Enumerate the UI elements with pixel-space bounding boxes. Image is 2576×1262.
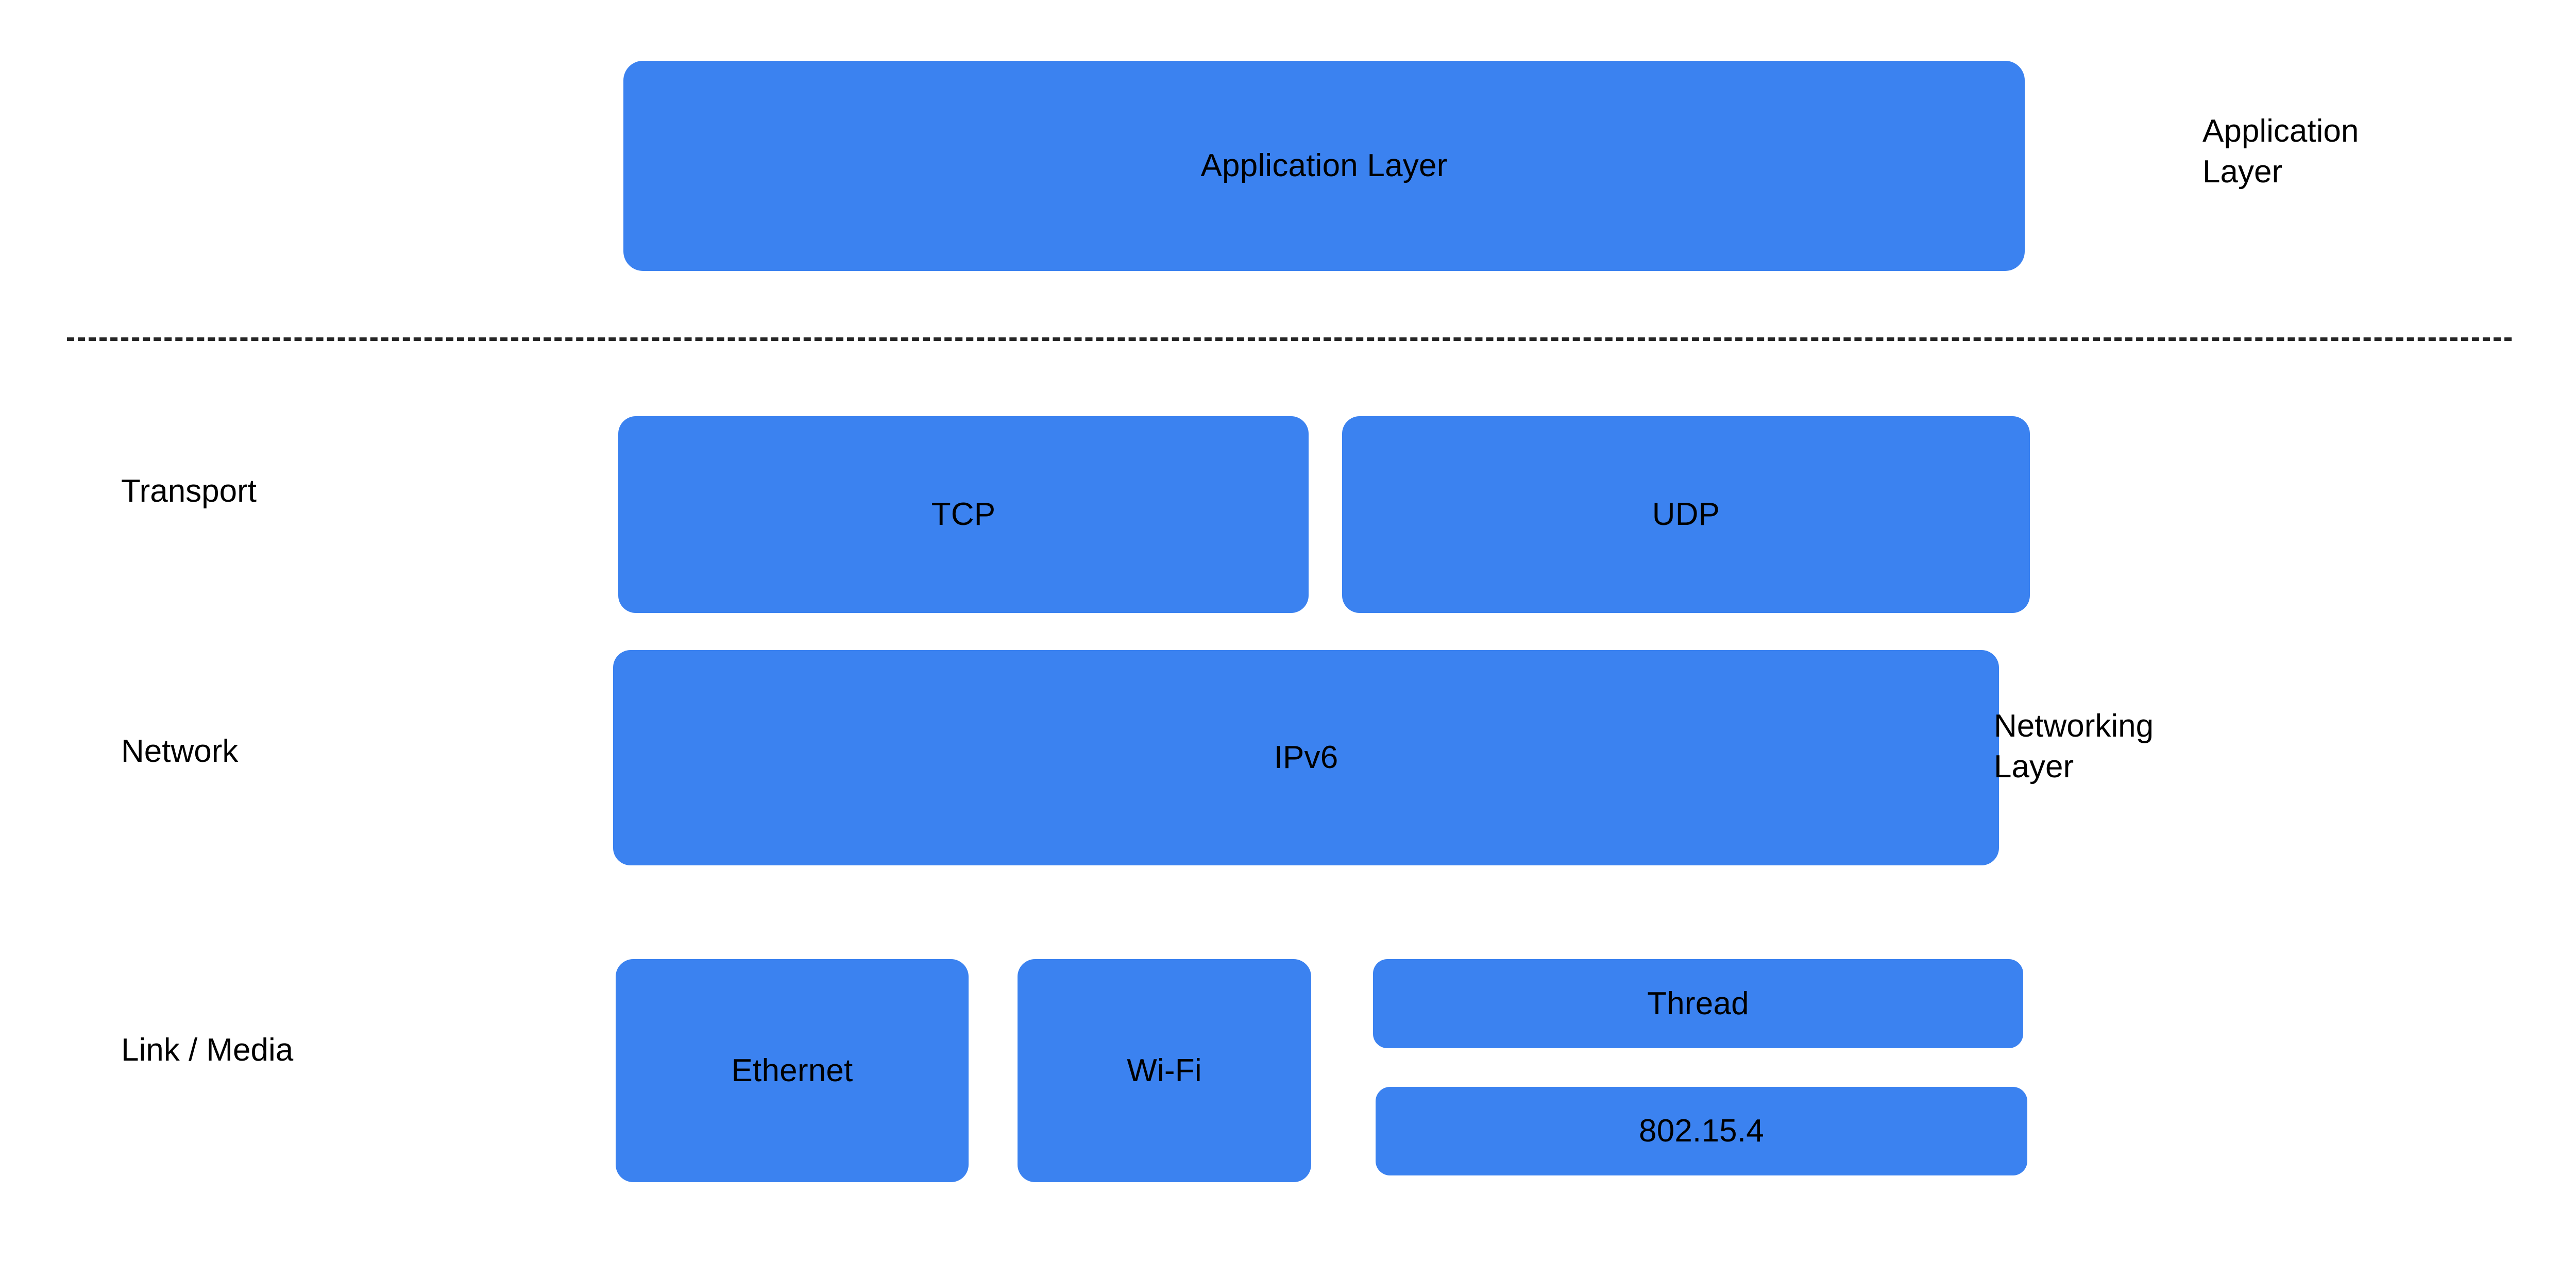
protocol-box-application-layer[interactable]: Application Layer (623, 61, 2025, 271)
protocol-box-label: Application Layer (1200, 148, 1448, 183)
protocol-box-label: Thread (1647, 985, 1749, 1021)
protocol-box-label: IPv6 (1274, 740, 1338, 775)
protocol-box-udp[interactable]: UDP (1342, 416, 2030, 613)
protocol-box-wifi[interactable]: Wi-Fi (1018, 959, 1311, 1182)
protocol-box-label: Ethernet (731, 1052, 853, 1088)
protocol-box-tcp[interactable]: TCP (618, 416, 1309, 613)
group-label-networking-layer: Networking Layer (1994, 708, 2154, 785)
protocol-box-label: UDP (1652, 497, 1720, 532)
protocol-box-thread[interactable]: Thread (1373, 959, 2023, 1048)
protocol-box-label: Wi-Fi (1127, 1052, 1202, 1088)
row-label-network: Network (121, 734, 239, 769)
protocol-box-label: 802.15.4 (1639, 1113, 1764, 1149)
group-label-application-layer: Application Layer (2202, 113, 2359, 190)
protocol-box-ipv6[interactable]: IPv6 (613, 650, 1999, 865)
dashed-divider (67, 337, 2512, 341)
row-label-transport: Transport (121, 473, 257, 509)
row-label-link-media: Link / Media (121, 1032, 294, 1068)
protocol-box-label: TCP (931, 497, 996, 532)
protocol-box-ethernet[interactable]: Ethernet (616, 959, 969, 1182)
protocol-box-802-15-4[interactable]: 802.15.4 (1376, 1087, 2027, 1175)
